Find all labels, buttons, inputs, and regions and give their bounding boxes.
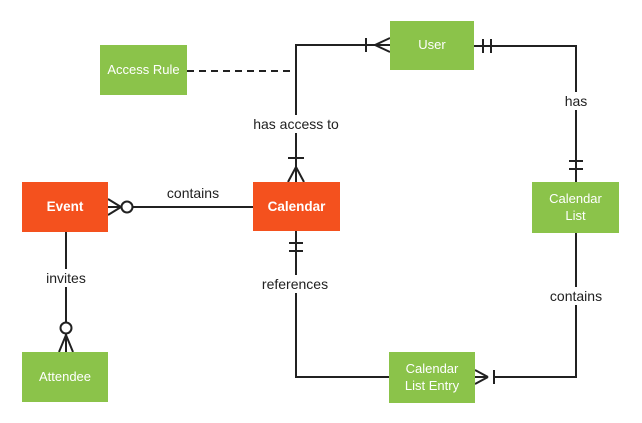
crowsfoot-many-user-left	[374, 37, 391, 53]
entity-calendar[interactable]: Calendar	[253, 182, 340, 231]
relationship-label-contains-list-entry: contains	[544, 287, 608, 305]
cardinality-onlyone-calendarlist-top	[569, 160, 583, 170]
entity-access-rule[interactable]: Access Rule	[100, 45, 187, 95]
cardinality-onlyone-user-right	[482, 39, 492, 53]
entity-calendar-list-entry[interactable]: Calendar List Entry	[389, 352, 475, 403]
entity-calendar-list[interactable]: Calendar List	[532, 182, 619, 233]
connector-calendar-entry	[295, 231, 389, 378]
entity-attendee[interactable]: Attendee	[22, 352, 108, 402]
entity-event[interactable]: Event	[22, 182, 108, 232]
crowsfoot-many-entry-right	[474, 369, 489, 385]
entity-user[interactable]: User	[390, 21, 474, 70]
connector-calendar-user	[295, 44, 390, 182]
crowsfoot-many-calendar-top	[287, 166, 305, 183]
cardinality-zero-ring-event	[120, 200, 134, 214]
relationship-label-has-access-to: has access to	[248, 115, 344, 133]
cardinality-onlyone-calendar-bottom	[289, 242, 303, 252]
connector-user-calendarlist	[474, 45, 577, 182]
relationship-label-contains-event-calendar: contains	[161, 184, 225, 202]
crowsfoot-many-attendee-top	[58, 334, 74, 353]
relationship-label-has: has	[559, 92, 593, 110]
crowsfoot-many-event-right	[107, 198, 122, 216]
relationship-label-references: references	[256, 275, 334, 293]
relationship-label-invites: invites	[41, 269, 91, 287]
connector-calendarlist-entry	[493, 233, 577, 378]
cardinality-zero-ring-attendee	[59, 321, 73, 335]
